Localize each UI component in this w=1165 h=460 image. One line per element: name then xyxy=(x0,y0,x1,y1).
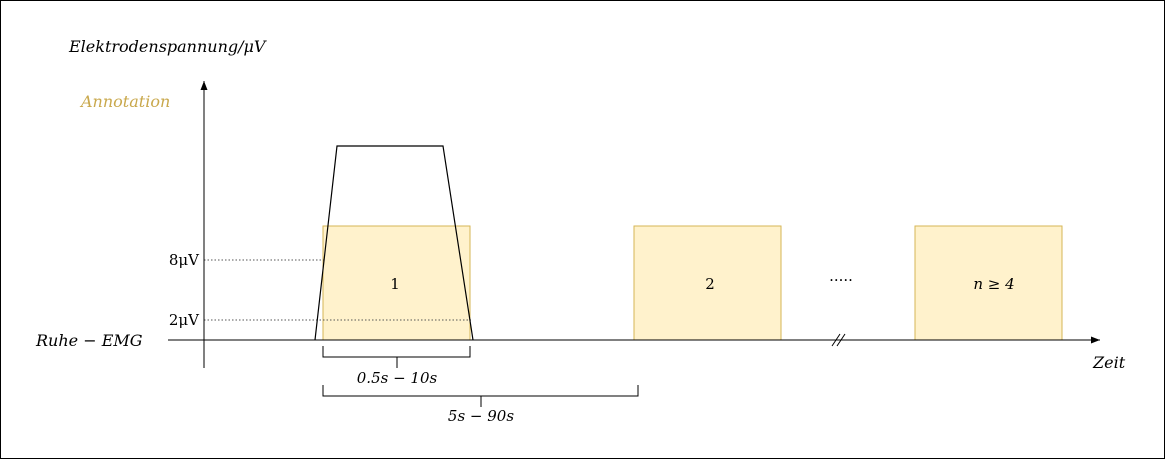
duration-label-long: 5s − 90s xyxy=(448,407,514,425)
duration-label-short: 0.5s − 10s xyxy=(357,369,438,387)
level-label-2uv: 2μV xyxy=(169,311,200,329)
baseline-label: Ruhe − EMG xyxy=(35,331,143,350)
level-label-8uv: 8μV xyxy=(169,251,200,269)
duration-bracket-short xyxy=(322,346,471,368)
annotation-legend-label: Annotation xyxy=(79,92,170,111)
ellipsis-dots: ····· xyxy=(829,271,853,289)
axis-break-mark xyxy=(831,333,846,347)
x-axis-label: Zeit xyxy=(1092,353,1126,372)
duration-bracket-long xyxy=(322,385,639,407)
y-axis-label: Elektrodenspannung/μV xyxy=(68,37,267,56)
segment-label-2: 2 xyxy=(705,275,715,293)
segment-label-1: 1 xyxy=(390,275,400,293)
annotation-box-2 xyxy=(633,225,782,341)
emg-signal-trace xyxy=(314,145,474,341)
segment-label-n: n ≥ 4 xyxy=(973,275,1014,293)
annotation-box-n xyxy=(914,225,1063,341)
annotation-box-1 xyxy=(322,225,471,341)
